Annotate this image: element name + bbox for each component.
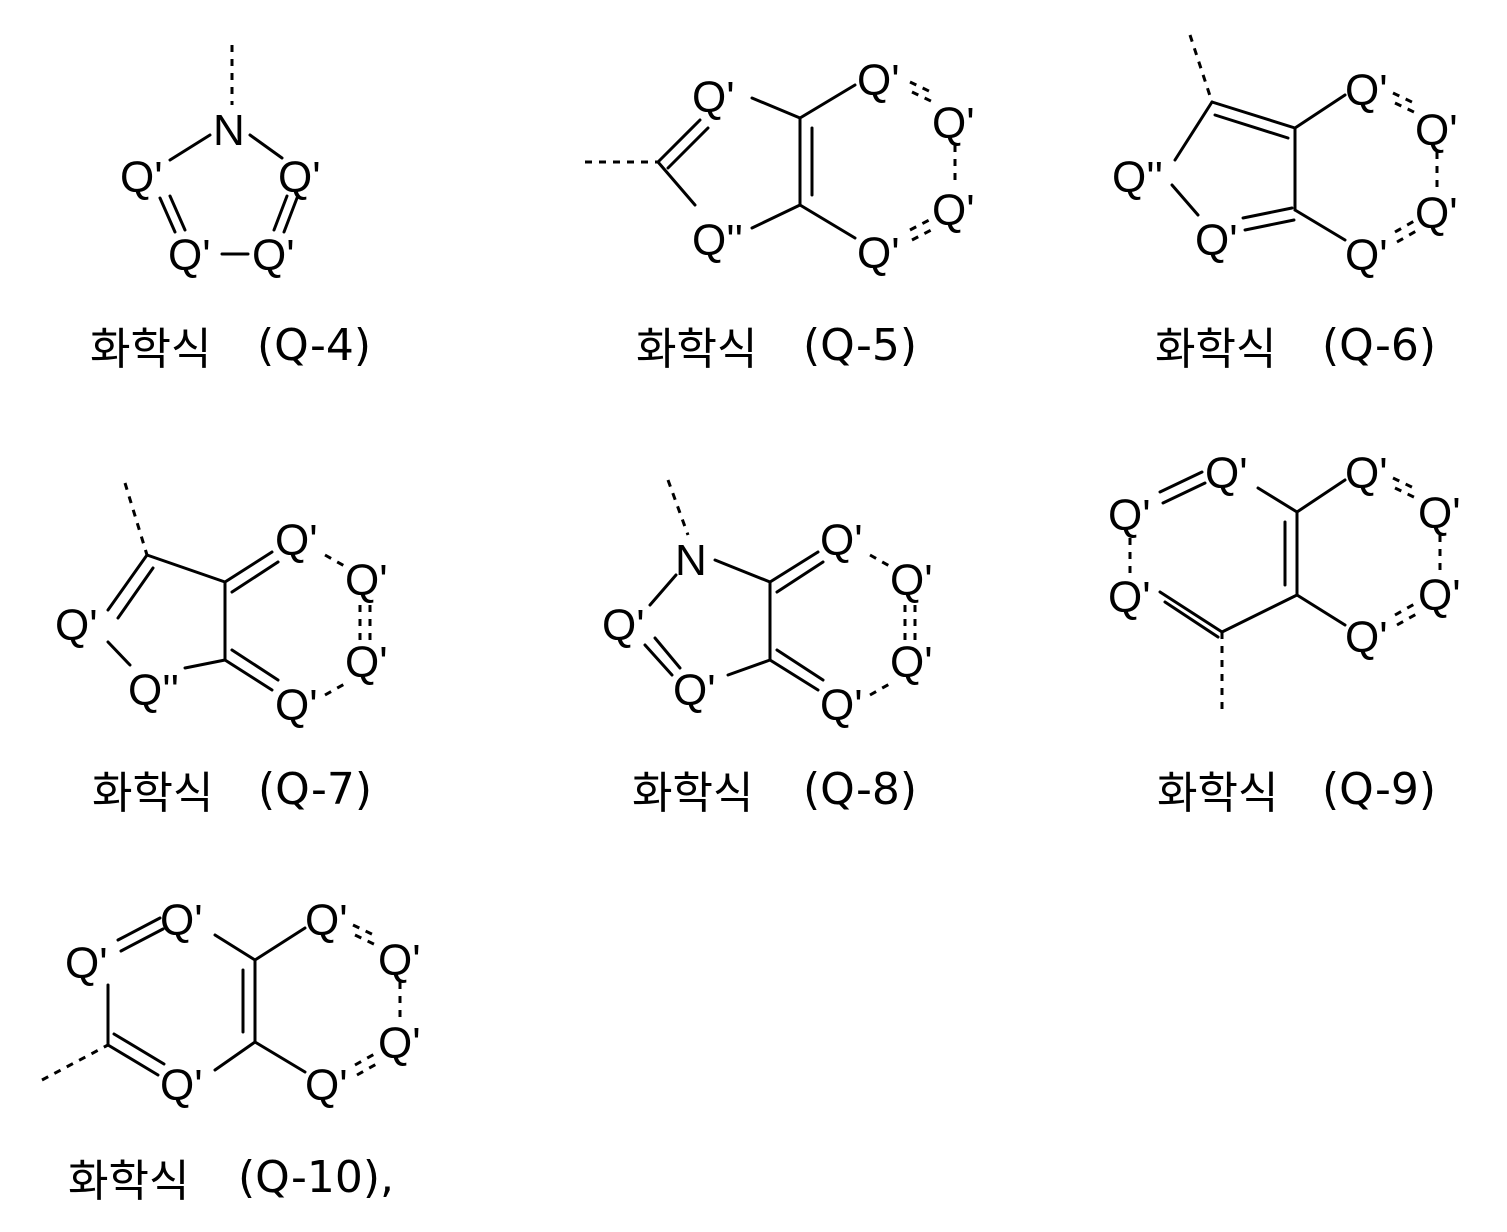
atom-q-prime: Q' (820, 516, 863, 565)
caption-label: (Q-10), (238, 1152, 394, 1203)
atom-q-prime: Q' (857, 229, 900, 278)
atom-q-double-prime: Q'' (128, 666, 179, 715)
atom-q-prime: Q' (890, 556, 933, 605)
caption-word: 화학식 (90, 324, 211, 375)
atom-q-prime: Q' (345, 556, 388, 605)
atom-q-prime: Q' (1418, 571, 1461, 620)
atom-q-prime: Q' (1108, 573, 1151, 622)
atom-n: N (213, 106, 245, 155)
atom-q-double-prime: Q'' (1112, 153, 1163, 202)
atom-q-prime: Q' (932, 186, 975, 235)
atom-q-prime: Q' (160, 896, 203, 945)
caption-label: (Q-5) (803, 320, 917, 371)
atom-q-prime: Q' (1345, 231, 1388, 280)
caption-q-8: 화학식 (Q-8) (632, 764, 917, 819)
atom-q-prime: Q' (305, 1061, 348, 1110)
atom-q-prime: Q' (378, 936, 421, 985)
atom-q-prime: Q' (120, 153, 163, 202)
atom-q-prime: Q' (602, 601, 645, 650)
atom-q-prime: Q' (1108, 491, 1151, 540)
structure-q-8: N Q' Q' Q' Q' Q' Q' (602, 480, 933, 730)
caption-word: 화학식 (92, 768, 213, 819)
caption-q-10: 화학식 (Q-10), (68, 1152, 394, 1207)
atom-n: N (675, 536, 707, 585)
caption-word: 화학식 (1155, 324, 1276, 375)
structure-q-4: N Q' Q' Q' Q' (120, 45, 321, 280)
caption-word: 화학식 (68, 1156, 189, 1207)
caption-q-6: 화학식 (Q-6) (1155, 320, 1436, 375)
structure-q-6: Q'' Q' Q' Q' Q' Q' (1112, 35, 1458, 280)
atom-q-prime: Q' (1345, 613, 1388, 662)
atom-q-prime: Q' (1345, 66, 1388, 115)
atom-q-prime: Q' (673, 666, 716, 715)
caption-label: (Q-9) (1322, 764, 1436, 815)
caption-label: (Q-6) (1322, 320, 1436, 371)
atom-q-prime: Q' (820, 681, 863, 730)
atom-q-prime: Q' (305, 896, 348, 945)
atom-q-prime: Q' (252, 231, 295, 280)
atom-q-prime: Q' (275, 681, 318, 730)
atom-q-double-prime: Q'' (692, 216, 743, 265)
caption-label: (Q-8) (803, 764, 917, 815)
atom-q-prime: Q' (65, 939, 108, 988)
atom-q-prime: Q' (692, 73, 735, 122)
atom-q-prime: Q' (160, 1061, 203, 1110)
caption-word: 화학식 (636, 324, 757, 375)
atom-q-prime: Q' (1195, 216, 1238, 265)
atom-q-prime: Q' (55, 601, 98, 650)
structure-q-7: Q' Q'' Q' Q' Q' Q' (55, 483, 388, 730)
atom-q-prime: Q' (1205, 449, 1248, 498)
atom-q-prime: Q' (378, 1019, 421, 1068)
structure-q-5: Q' Q'' Q' Q' Q' Q' (585, 56, 975, 278)
caption-word: 화학식 (1157, 768, 1278, 819)
atom-q-prime: Q' (278, 153, 321, 202)
caption-q-7: 화학식 (Q-7) (92, 764, 372, 819)
caption-q-4: 화학식 (Q-4) (90, 320, 371, 375)
atom-q-prime: Q' (345, 638, 388, 687)
atom-q-prime: Q' (168, 231, 211, 280)
atom-q-prime: Q' (1418, 489, 1461, 538)
caption-label: (Q-7) (258, 764, 372, 815)
caption-q-9: 화학식 (Q-9) (1157, 764, 1436, 819)
atom-q-prime: Q' (1345, 449, 1388, 498)
atom-q-prime: Q' (932, 99, 975, 148)
atom-q-prime: Q' (275, 516, 318, 565)
caption-word: 화학식 (632, 768, 753, 819)
caption-label: (Q-4) (257, 320, 371, 371)
caption-q-5: 화학식 (Q-5) (636, 320, 917, 375)
atom-q-prime: Q' (1415, 106, 1458, 155)
atom-q-prime: Q' (890, 638, 933, 687)
atom-q-prime: Q' (857, 56, 900, 105)
structure-q-10: Q' Q' Q' Q' Q' Q' Q' (42, 896, 421, 1110)
structure-q-9: Q' Q' Q' Q' Q' Q' Q' (1108, 449, 1461, 710)
atom-q-prime: Q' (1415, 189, 1458, 238)
